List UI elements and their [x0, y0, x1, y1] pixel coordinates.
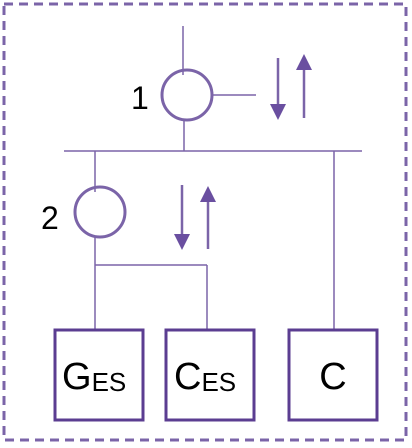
box-g-es-main: G [62, 356, 92, 398]
box-g-es-frame [53, 328, 145, 422]
box-c-frame [287, 328, 379, 422]
up-arrow-head [296, 54, 312, 70]
box-c-es-frame [164, 328, 256, 422]
meter-2-label: 2 [41, 200, 59, 236]
box-c-es-sub: ES [201, 367, 236, 397]
down-arrow-head [270, 104, 286, 120]
meter-2-circle [73, 185, 127, 239]
box-c-es-main: C [174, 356, 201, 398]
box-g-es: GES [53, 328, 145, 422]
meter-2-flow-arrows [174, 185, 216, 250]
system-boundary-frame [2, 2, 408, 442]
box-g-es-sub: ES [92, 367, 127, 397]
meter-1-circle [160, 68, 214, 122]
down-arrow-head [174, 234, 190, 250]
box-c-es-label: CES [174, 356, 236, 398]
box-c: C [287, 328, 379, 422]
up-arrow-head [200, 186, 216, 202]
meter-1-label: 1 [131, 80, 149, 116]
meter-1-flow-arrows [270, 54, 312, 120]
box-c-es: CES [164, 328, 256, 422]
box-c-label: C [319, 356, 346, 398]
box-g-es-label: GES [62, 356, 126, 398]
